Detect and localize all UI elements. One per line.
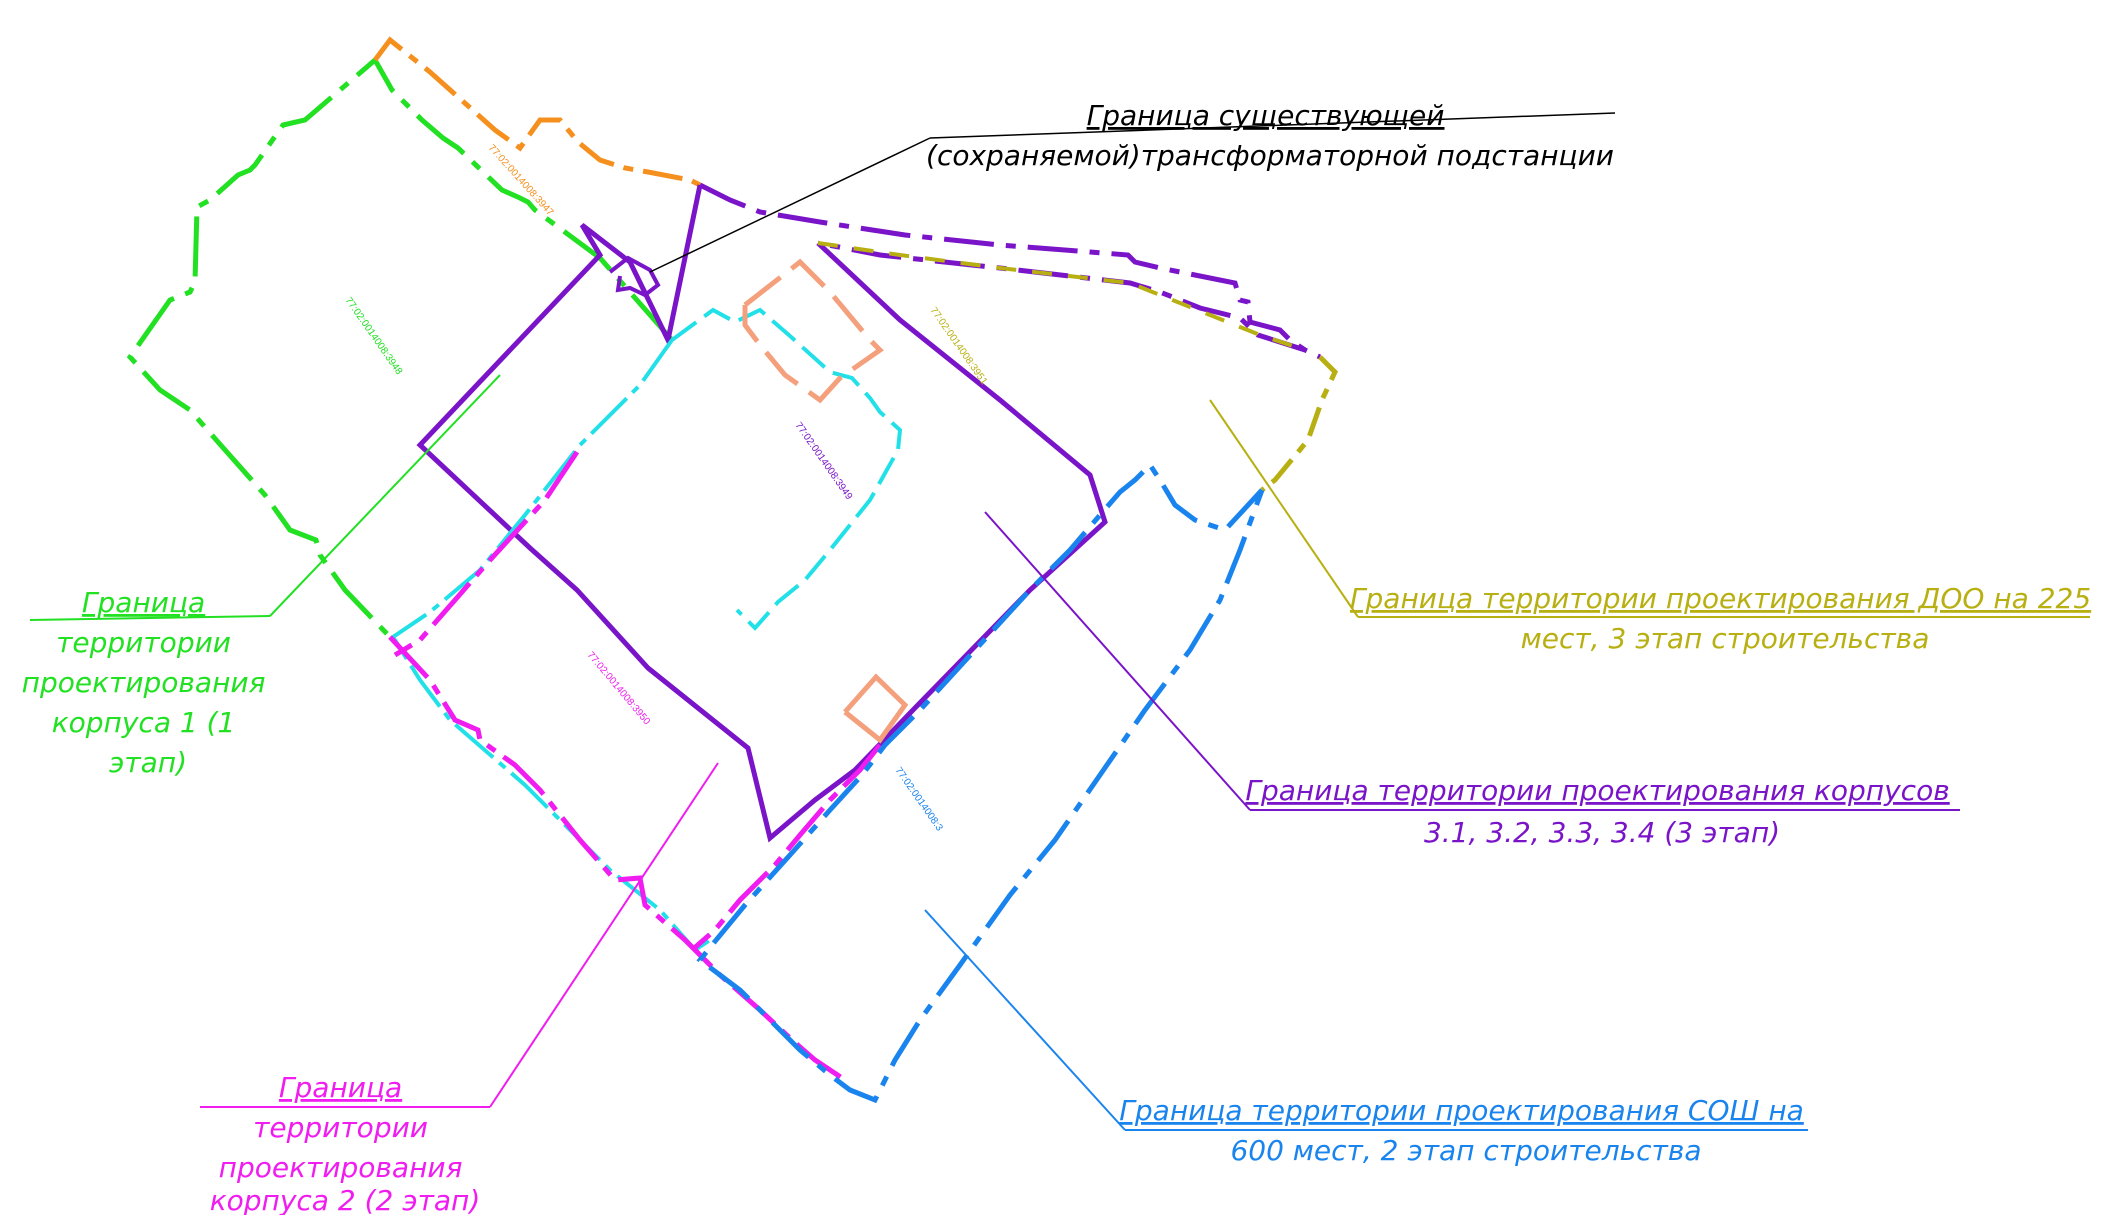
leader-substation	[929, 112, 1616, 139]
boundary-substation-small	[608, 255, 661, 298]
leader-korpus-1	[29, 615, 271, 621]
boundary-doo	[1260, 355, 1339, 492]
leader-substation-b	[649, 137, 931, 273]
boundary-korpus-2-b	[393, 450, 580, 658]
parcel-3: 77:02:0014008:3	[893, 765, 945, 833]
parcel-3948: 77:02:0014008:3948	[343, 295, 405, 377]
boundary-korpus-2	[388, 635, 847, 1083]
label-korpusa-3-line-2: 3.1, 3.2, 3.3, 3.4 (3 этап)	[1424, 816, 1780, 849]
boundary-korpusa-3	[698, 182, 1322, 360]
label-korpus-1-line-3: проектирования	[22, 666, 266, 699]
label-korpus-1: Граница территории проектирования корпус…	[22, 586, 275, 779]
label-sosh: Граница территории проектирования СОШ на…	[1119, 1094, 1812, 1167]
label-substation: Граница существующей (сохраняемой)трансф…	[926, 99, 1614, 172]
leader-korpusa-3-b	[984, 511, 1251, 811]
boundary-doo-b	[817, 241, 1306, 352]
parcel-3947: 77:02:0014008:3947	[486, 143, 556, 219]
boundary-cyan-b	[390, 338, 712, 953]
leader-korpus-2-b	[489, 762, 719, 1108]
label-sosh-line-1: Граница территории проектирования СОШ на	[1119, 1094, 1804, 1127]
parcel-3949: 77:02:0014008:3949	[793, 420, 855, 502]
label-doo: Граница территории проектирования ДОО на…	[1350, 582, 2100, 655]
boundary-cyan	[670, 307, 903, 631]
label-substation-line-2: (сохраняемой)трансформаторной подстанции	[926, 139, 1614, 172]
label-korpus-2-line-2: территории	[253, 1111, 428, 1144]
label-korpus-1-line-5: этап)	[109, 746, 187, 779]
boundary-korpusa-3-main	[416, 184, 1108, 843]
label-korpus-2-line-3: проектирования	[219, 1151, 463, 1184]
boundary-korpus-1	[126, 56, 674, 639]
label-doo-line-2: мест, 3 этап строительства	[1521, 622, 1930, 655]
leader-korpus-1-b	[269, 374, 501, 617]
leader-doo-b	[1209, 399, 1359, 618]
label-korpusa-3: Граница территории проектирования корпус…	[1245, 774, 1958, 849]
label-korpus-2-line-4: корпуса 2 (2 этап)	[210, 1184, 481, 1215]
label-korpus-1-line-1: Граница	[82, 586, 205, 619]
label-doo-line-1: Граница территории проектирования ДОО на…	[1350, 582, 2091, 615]
label-sosh-line-2: 600 мест, 2 этап строительства	[1230, 1134, 1701, 1167]
leader-sosh-b	[924, 909, 1126, 1131]
label-korpusa-3-line-1: Граница территории проектирования корпус…	[1245, 774, 1949, 807]
boundary-korpus-2-c	[690, 743, 882, 952]
boundary-substation	[742, 258, 884, 404]
label-substation-line-1: Граница существующей	[1087, 99, 1445, 132]
label-korpus-1-line-4: корпуса 1 (1	[52, 706, 236, 739]
label-korpus-2: Граница территории проектирования корпус…	[210, 1071, 481, 1215]
label-korpus-1-line-2: территории	[56, 626, 231, 659]
boundary-sosh	[696, 461, 1265, 1104]
boundary-korpusa-3-inner	[817, 240, 1306, 353]
boundary-substation-square	[843, 673, 909, 744]
boundary-parcel-3947	[373, 36, 702, 188]
label-korpus-2-line-1: Граница	[279, 1071, 402, 1104]
